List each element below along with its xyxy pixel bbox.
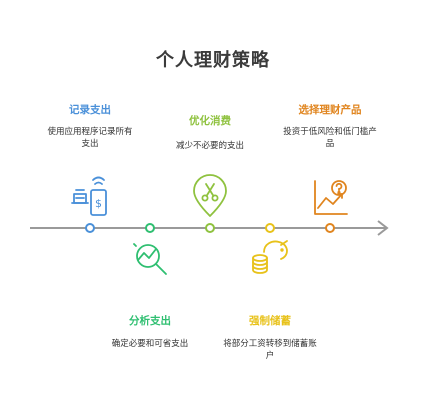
timeline-arrow [377, 220, 389, 236]
growth-chart-icon [314, 180, 348, 215]
step-5-desc: 投资于低风险和低门槛产品 [283, 127, 377, 149]
scissors-pin-icon [193, 174, 227, 217]
step-4-desc: 将部分工资转移到储蓄账户 [223, 339, 317, 361]
chart-magnifier-icon [133, 243, 167, 275]
step-1-title: 记录支出 [69, 104, 111, 116]
step-1-desc: 使用应用程序记录所有支出 [47, 127, 133, 149]
step-2-desc: 确定必要和可省支出 [111, 339, 189, 349]
timeline-node-5 [325, 223, 335, 233]
step-3-desc: 减少不必要的支出 [175, 141, 244, 151]
svg-text:$: $ [95, 197, 102, 210]
step-4-title: 强制储蓄 [249, 315, 291, 327]
timeline-node-1 [85, 223, 95, 233]
phone-dollar-icon: $ [71, 176, 107, 216]
step-2-title: 分析支出 [129, 315, 171, 327]
timeline-node-4 [265, 223, 275, 233]
diagram-title: 个人理财策略 [156, 50, 270, 71]
timeline-node-3 [205, 223, 215, 233]
piggy-bank-icon [252, 240, 288, 274]
step-5-title: 选择理财产品 [298, 104, 362, 116]
timeline-node-2 [145, 223, 155, 233]
step-3-title: 优化消费 [189, 115, 231, 127]
